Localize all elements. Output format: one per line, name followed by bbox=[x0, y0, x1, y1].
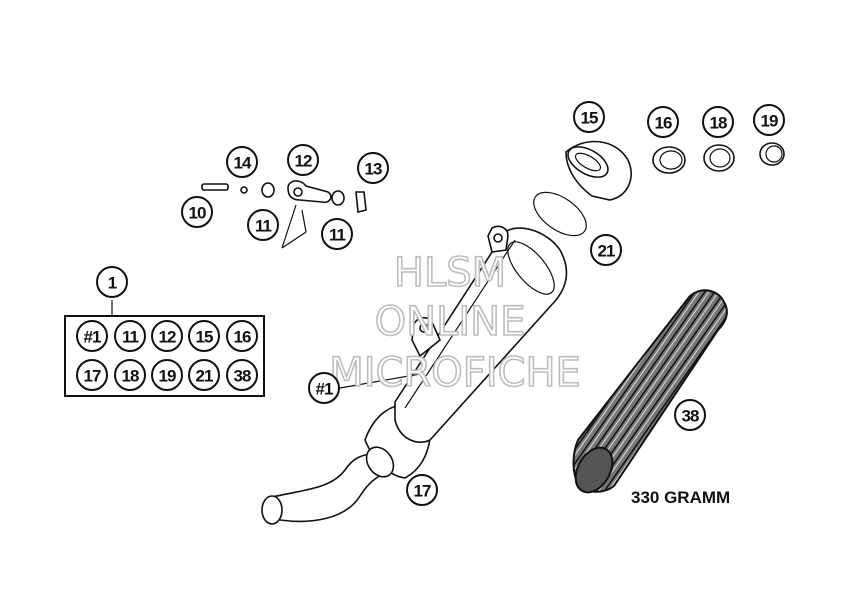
spacer bbox=[331, 190, 345, 206]
watermark: HLSM ONLINE MICROFICHE bbox=[328, 249, 581, 397]
weight-note: 330 GRAMM bbox=[631, 488, 730, 507]
packing-roll-end bbox=[574, 446, 614, 494]
kit-item: 18 bbox=[122, 367, 139, 386]
callout-11-left[interactable]: 11 bbox=[247, 209, 279, 241]
callout-14-label: 14 bbox=[234, 154, 252, 173]
head-pipe-inlet bbox=[261, 495, 283, 525]
kit-item: 16 bbox=[234, 328, 251, 347]
callout-ref-1-label: #1 bbox=[316, 380, 333, 399]
callout-10-label: 10 bbox=[189, 204, 206, 223]
callout-38[interactable]: 38 bbox=[674, 399, 706, 431]
bracket-leader-line-3 bbox=[301, 209, 307, 233]
callout-17[interactable]: 17 bbox=[406, 474, 438, 506]
part-callouts: 10 11 11 12 13 14 15 16 18 19 21 38 17 #… bbox=[181, 101, 785, 506]
callout-12-label: 12 bbox=[295, 152, 312, 171]
callout-15-label: 15 bbox=[581, 109, 598, 128]
ref-leader-line bbox=[339, 373, 421, 389]
mounting-hardware bbox=[201, 180, 367, 249]
kit-item: 19 bbox=[159, 367, 176, 386]
callout-16-label: 16 bbox=[655, 114, 672, 133]
ring-18-inner bbox=[709, 148, 731, 168]
muffler-assembly bbox=[261, 225, 568, 525]
kit-item: #1 bbox=[84, 328, 101, 347]
bolt bbox=[201, 183, 229, 191]
watermark-line-2: ONLINE bbox=[375, 299, 526, 345]
nut bbox=[355, 191, 367, 214]
bracket bbox=[287, 180, 332, 204]
kit-label: 1 bbox=[108, 274, 117, 293]
canister-edge-line bbox=[404, 239, 516, 409]
callout-ref-1[interactable]: #1 bbox=[308, 372, 340, 404]
kit-item: 21 bbox=[196, 367, 213, 386]
callout-12[interactable]: 12 bbox=[287, 144, 319, 176]
canister-end bbox=[507, 241, 555, 295]
bracket-leader-line-1 bbox=[281, 204, 297, 249]
kit-item-circle bbox=[226, 320, 258, 352]
kit-item: 12 bbox=[159, 328, 176, 347]
kit-item-circle bbox=[188, 359, 220, 391]
callout-21-label: 21 bbox=[598, 242, 615, 261]
callout-13-label: 13 bbox=[365, 160, 382, 179]
silencer-packing bbox=[572, 289, 728, 494]
kit-item-circle bbox=[188, 320, 220, 352]
gasket-ring bbox=[533, 191, 587, 237]
kit-item: 17 bbox=[84, 367, 101, 386]
lower-mount-tab bbox=[411, 316, 441, 358]
callout-21[interactable]: 21 bbox=[590, 234, 622, 266]
kit-box: 1 #1 11 12 15 16 17 18 19 21 38 bbox=[64, 266, 265, 397]
ring-19-inner bbox=[765, 145, 783, 163]
callout-17-label: 17 bbox=[414, 482, 431, 501]
o-ring bbox=[240, 186, 248, 194]
end-cap-opening bbox=[567, 146, 609, 178]
kit-item-circle bbox=[114, 359, 146, 391]
washer bbox=[261, 182, 275, 198]
callout-13[interactable]: 13 bbox=[357, 152, 389, 184]
callout-16[interactable]: 16 bbox=[647, 106, 679, 138]
cone-outlet bbox=[365, 446, 395, 478]
ring-16 bbox=[652, 146, 686, 174]
kit-item: 11 bbox=[122, 328, 139, 347]
callout-18[interactable]: 18 bbox=[702, 106, 734, 138]
callout-11-left-label: 11 bbox=[255, 217, 272, 236]
packing-mat bbox=[572, 289, 728, 493]
callout-38-label: 38 bbox=[682, 407, 699, 426]
bracket-hole bbox=[293, 187, 303, 197]
callout-11-right[interactable]: 11 bbox=[321, 218, 353, 250]
watermark-line-1: HLSM bbox=[394, 250, 506, 296]
callout-19-label: 19 bbox=[761, 112, 778, 131]
bracket-leader-line-2 bbox=[281, 231, 307, 249]
kit-item: 15 bbox=[196, 328, 213, 347]
end-cap-inner bbox=[574, 152, 602, 172]
kit-item-circle bbox=[151, 320, 183, 352]
kit-item: 38 bbox=[234, 367, 251, 386]
kit-callout: 1 bbox=[96, 266, 128, 298]
kit-item-circle bbox=[76, 359, 108, 391]
ring-16-inner bbox=[659, 150, 683, 170]
callout-19[interactable]: 19 bbox=[753, 104, 785, 136]
callout-10[interactable]: 10 bbox=[181, 196, 213, 228]
callout-11-right-label: 11 bbox=[329, 226, 346, 245]
callout-14[interactable]: 14 bbox=[226, 146, 258, 178]
callout-18-label: 18 bbox=[710, 114, 727, 133]
muffler-canister bbox=[394, 227, 568, 444]
callout-15[interactable]: 15 bbox=[573, 101, 605, 133]
kit-item-circle bbox=[114, 320, 146, 352]
kit-item-circle bbox=[76, 320, 108, 352]
ring-19 bbox=[759, 142, 785, 166]
end-cap-parts bbox=[533, 140, 785, 237]
upper-mount-hole bbox=[493, 233, 503, 243]
lower-mount-hole bbox=[419, 323, 429, 333]
kit-item-circle bbox=[226, 359, 258, 391]
watermark-line-3: MICROFICHE bbox=[329, 350, 581, 396]
kit-item-circle bbox=[151, 359, 183, 391]
